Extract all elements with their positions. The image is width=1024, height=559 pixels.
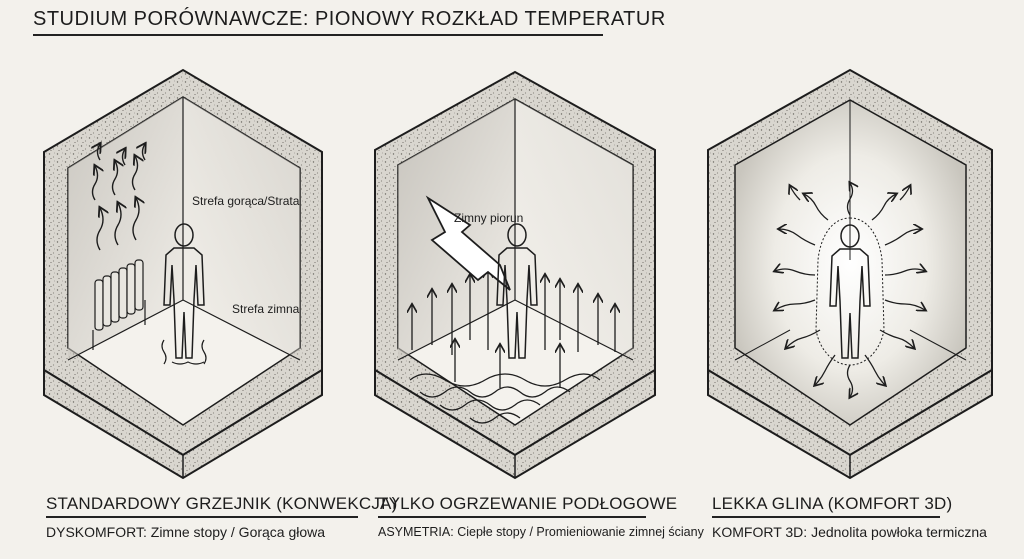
floor-heat-arrows (412, 270, 615, 388)
panel-floor-heating (374, 70, 656, 480)
panel2-sub-text: Ciepłe stopy / Promieniowanie zimnej ści… (457, 525, 704, 539)
cold-lightning-icon (425, 195, 511, 291)
panel3-heading: LEKKA GLINA (KOMFORT 3D) (712, 494, 953, 513)
radiant-arrows (775, 183, 925, 397)
person-icon (815, 217, 885, 366)
panel2-heading: TYLKO OGRZEWANIE PODŁOGOWE (378, 494, 678, 513)
title-underline (33, 34, 603, 36)
radiator-icon (92, 259, 146, 350)
panel1-sub-key: DYSKOMFORT: (46, 524, 147, 540)
panel2-sub-key: ASYMETRIA: (378, 525, 454, 539)
panel3-subtitle: KOMFORT 3D: Jednolita powłoka termiczna (712, 524, 987, 540)
annotation-cold-zone: Strefa zimna (232, 302, 300, 316)
panel2-subtitle: ASYMETRIA: Ciepłe stopy / Promieniowanie… (378, 525, 704, 539)
panel2-heading-underline (378, 516, 646, 518)
floor-pipes-icon (409, 373, 601, 424)
cold-feet-lines (161, 339, 207, 365)
page-title: STUDIUM PORÓWNAWCZE: PIONOWY ROZKŁAD TEM… (33, 8, 666, 30)
panel-light-clay (707, 68, 993, 480)
panel1-sub-text: Zimne stopy / Gorąca głowa (150, 524, 326, 540)
person-icon (496, 223, 538, 359)
panel3-heading-underline (712, 516, 940, 518)
panel3-sub-text: Jednolita powłoka termiczna (811, 524, 987, 540)
panel1-heading: STANDARDOWY GRZEJNIK (KONWEKCJA) (46, 494, 398, 513)
person-icon (163, 223, 205, 359)
annotation-hot-zone: Strefa gorąca/Strata (192, 194, 300, 208)
panel1-subtitle: DYSKOMFORT: Zimne stopy / Gorąca głowa (46, 524, 325, 540)
heat-arrows (93, 144, 146, 251)
annotation-cold-lightning: Zimny piorun (454, 211, 523, 225)
panel1-heading-underline (46, 516, 358, 518)
panel-convection (43, 68, 323, 480)
panel3-sub-key: KOMFORT 3D: (712, 524, 808, 540)
